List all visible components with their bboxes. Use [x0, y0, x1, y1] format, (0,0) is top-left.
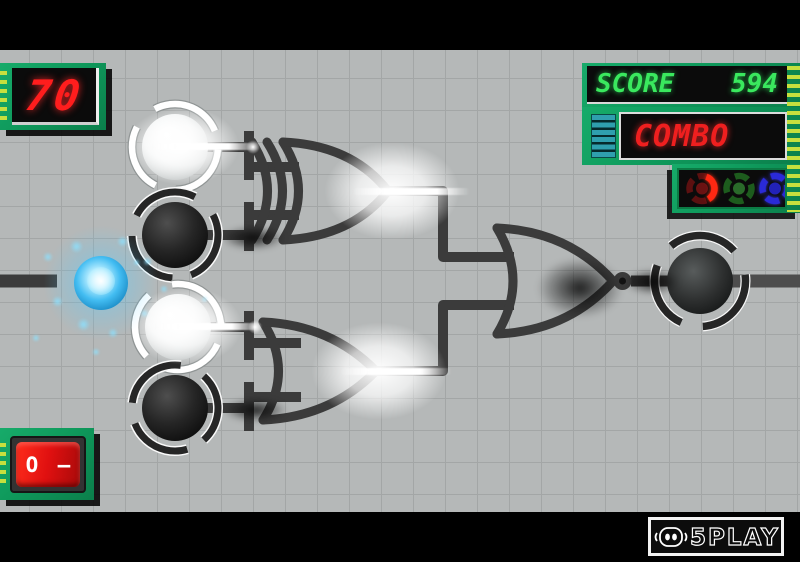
blue-particle: [201, 296, 208, 303]
indicator-panel: [672, 164, 800, 213]
signal-orb-core: [87, 267, 115, 295]
combo-panel: COMBO: [582, 107, 800, 165]
combo-display: COMBO: [619, 112, 787, 160]
blue-particle: [43, 252, 53, 262]
switch-pins: [0, 443, 6, 485]
red-indicator-icon: [686, 172, 718, 205]
blue-particle: [140, 309, 149, 318]
robot-icon: [654, 527, 688, 547]
wire-or-to-nor: [374, 300, 514, 376]
spark-input-3: [248, 320, 262, 334]
power-switch-bezel: O —: [10, 436, 86, 493]
blue-particle: [133, 259, 140, 266]
blue-particle: [70, 240, 83, 253]
indicator-display: [677, 168, 791, 209]
switch-off-label: O: [25, 452, 39, 477]
brand-watermark: 5PLAY: [648, 517, 784, 556]
blue-particle: [108, 328, 118, 338]
input-node-1[interactable]: [142, 114, 208, 180]
blue-particle: [52, 296, 63, 307]
blue-particle: [143, 257, 152, 266]
timer-pins: [0, 71, 7, 123]
blue-particle: [92, 348, 100, 356]
score-display: SCORE 594: [587, 66, 787, 104]
power-switch-panel: O —: [0, 428, 94, 500]
timer-display: 70: [12, 68, 99, 125]
combo-label: COMBO: [634, 118, 730, 154]
timer-value: 70: [22, 70, 86, 120]
xor-gate[interactable]: [247, 137, 393, 245]
timer-panel: 70: [0, 63, 106, 130]
score-value: 594: [731, 69, 778, 99]
power-switch[interactable]: O —: [16, 442, 80, 487]
hud-edge-pins: [787, 66, 800, 212]
blue-particle: [117, 236, 128, 247]
blue-indicator-icon: [759, 172, 791, 205]
nor-gate[interactable]: [492, 223, 632, 339]
green-indicator-icon: [723, 172, 755, 205]
blue-particle: [160, 285, 168, 293]
combo-meter: [591, 114, 616, 158]
score-label: SCORE: [596, 69, 675, 99]
or-gate[interactable]: [258, 317, 381, 425]
spark-input-1: [246, 140, 260, 154]
blue-particle: [32, 334, 40, 342]
output-node: [667, 248, 733, 314]
switch-on-label: —: [57, 452, 71, 477]
score-panel: SCORE 594: [582, 63, 800, 107]
brand-text: 5PLAY: [690, 525, 779, 551]
wire-xor-to-nor: [386, 186, 514, 262]
input-node-4[interactable]: [142, 375, 208, 441]
blue-particle: [77, 318, 90, 331]
top-letterbox: [0, 0, 800, 50]
